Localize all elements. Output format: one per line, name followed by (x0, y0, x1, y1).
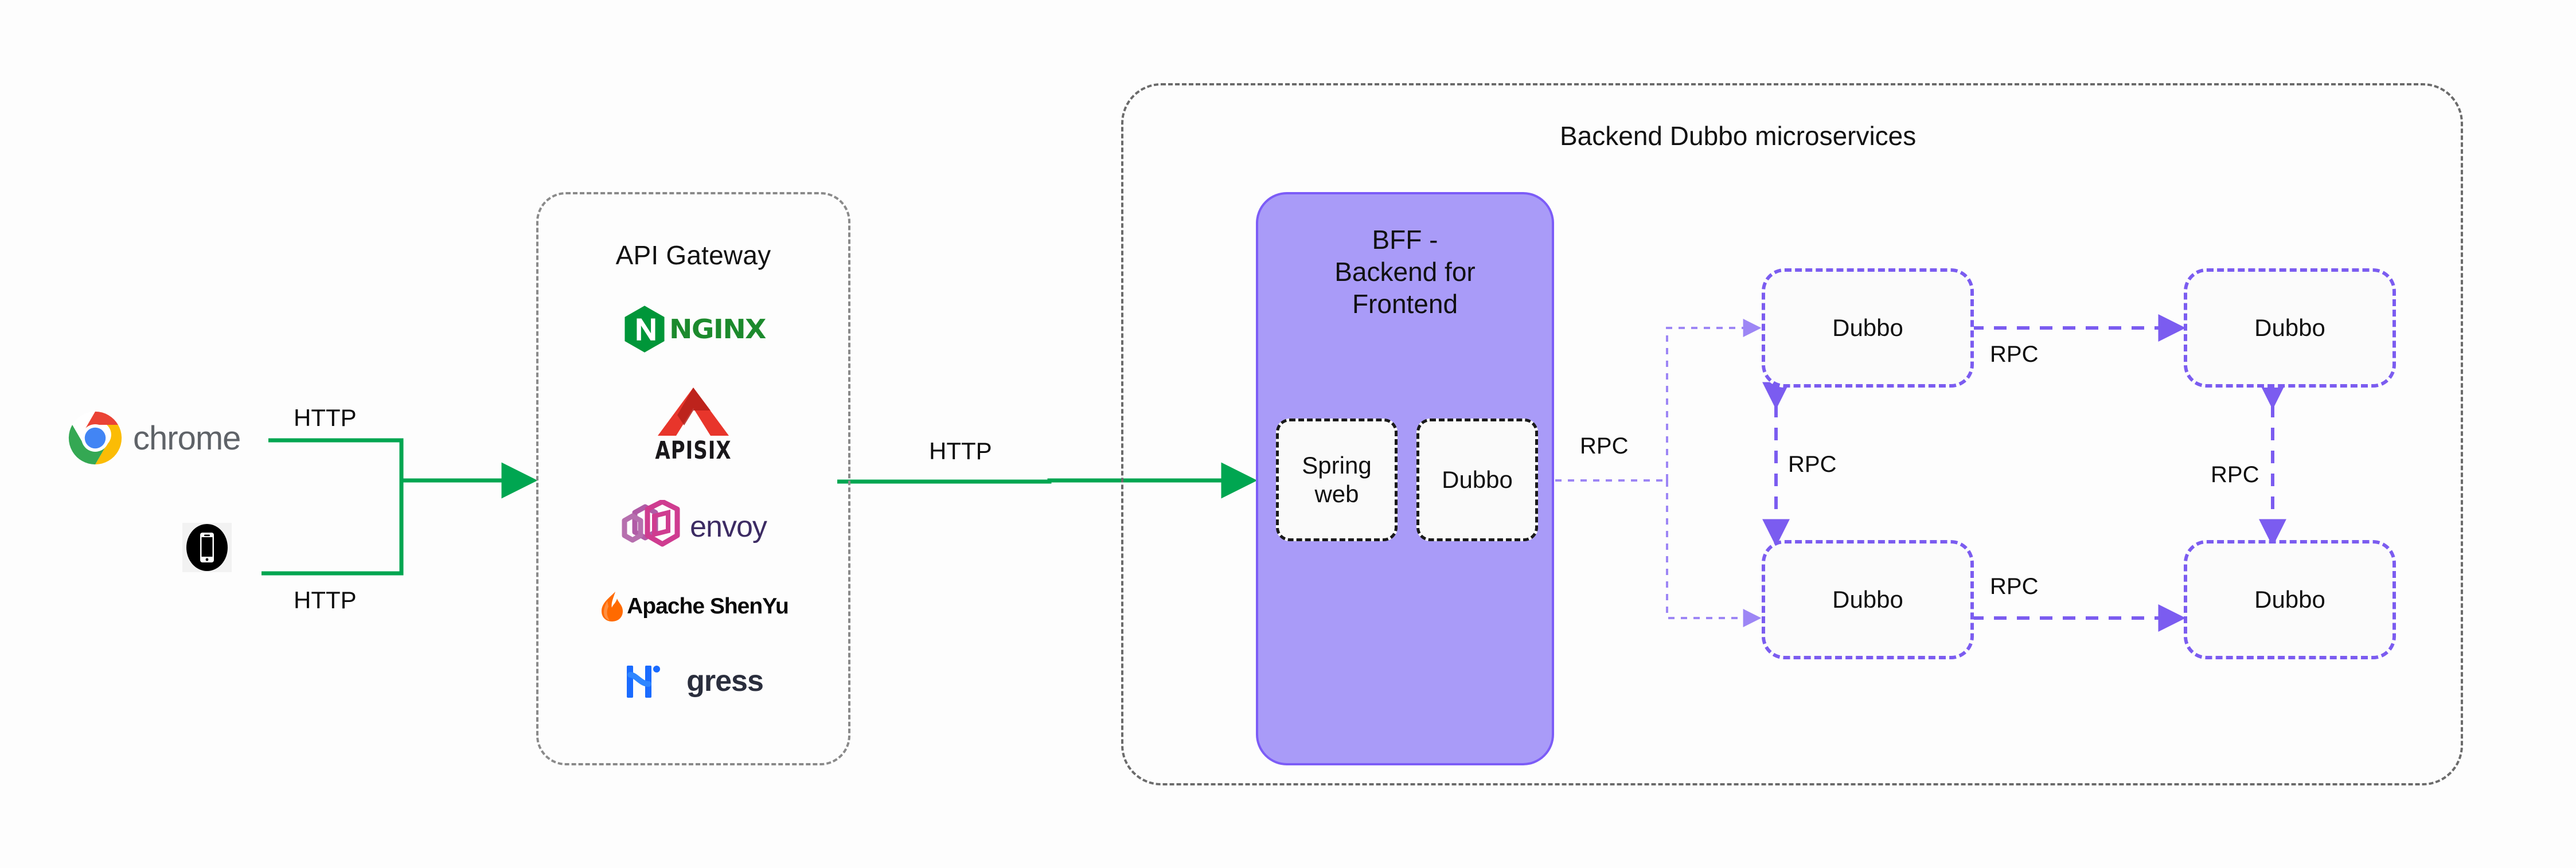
bff-title-line-1: BFF - (1372, 225, 1438, 255)
backend-microservices-container (1121, 83, 2463, 785)
dubbo-bottom-left-label: Dubbo (1832, 586, 1903, 613)
edge-chrome-to-gateway (268, 438, 538, 499)
rpc-label-top-horizontal: RPC (1990, 342, 2039, 367)
backend-title: Backend Dubbo microservices (1560, 121, 1917, 151)
spring-web-label-line-2: web (1314, 480, 1359, 507)
bff-dubbo-label: Dubbo (1442, 466, 1513, 493)
rpc-label-left-vertical: RPC (1788, 452, 1837, 477)
apisix-label: APISIX (655, 436, 732, 465)
bff-title-line-3: Frontend (1352, 289, 1458, 319)
gateway-item-envoy[interactable]: envoy (536, 500, 850, 554)
chrome-label: chrome (133, 419, 241, 457)
http-label-chrome: HTTP (294, 404, 357, 431)
gateway-item-apache-shenyu[interactable]: Apache ShenYu (536, 591, 850, 623)
edge-bff-to-services (1555, 319, 1762, 627)
nginx-label: NGINX (669, 314, 766, 345)
higress-label: Higress (686, 664, 764, 698)
dubbo-top-left-label: Dubbo (1832, 314, 1903, 341)
edge-gateway-to-bff (837, 462, 1258, 499)
mobile-phone-icon (186, 524, 228, 571)
api-gateway-title: API Gateway (615, 240, 771, 270)
dubbo-bottom-right-label: Dubbo (2254, 586, 2325, 613)
http-label-gateway-to-bff: HTTP (929, 437, 992, 464)
chrome-client: chrome (68, 410, 241, 466)
dubbo-service-top-left[interactable]: Dubbo (1762, 268, 1974, 388)
bff-module-dubbo[interactable]: Dubbo (1416, 419, 1538, 541)
rpc-label-right-vertical: RPC (2211, 462, 2259, 487)
dubbo-service-bottom-right[interactable]: Dubbo (2184, 540, 2396, 659)
apisix-logo-icon (658, 388, 729, 436)
gateway-item-higress[interactable]: Higress (536, 662, 850, 700)
higress-logo-icon (627, 666, 661, 698)
shenyu-flame-logo-icon (602, 592, 623, 621)
dubbo-service-bottom-left[interactable]: Dubbo (1762, 540, 1974, 659)
gateway-item-nginx[interactable]: NGINX (536, 305, 850, 353)
edge-mobile-to-gateway (261, 480, 404, 576)
bff-module-spring-web[interactable]: Spring web (1276, 419, 1398, 541)
mobile-client (182, 523, 232, 572)
chrome-logo-icon (68, 411, 122, 465)
bff-title-line-2: Backend for (1334, 257, 1476, 287)
envoy-logo-icon (622, 500, 680, 547)
rpc-label-bottom-horizontal: RPC (1990, 574, 2039, 599)
rpc-label-bff-out: RPC (1580, 433, 1629, 459)
apache-shenyu-label: Apache ShenYu (627, 594, 789, 619)
spring-web-label-line-1: Spring (1302, 451, 1372, 479)
http-label-mobile: HTTP (294, 587, 357, 613)
bff-title: BFF - Backend for Frontend (1256, 224, 1554, 320)
dubbo-service-top-right[interactable]: Dubbo (2184, 268, 2396, 388)
nginx-logo-icon (625, 306, 665, 353)
api-gateway-container (536, 192, 850, 765)
gateway-item-apisix[interactable]: APISIX (536, 385, 850, 465)
dubbo-top-right-label: Dubbo (2254, 314, 2325, 341)
envoy-label: envoy (690, 510, 767, 544)
